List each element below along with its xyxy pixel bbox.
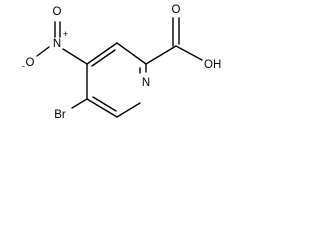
nitro-o-charge: - bbox=[22, 61, 25, 71]
carboxyl-oh-label: OH bbox=[204, 59, 221, 71]
bond-c3-c4-inner bbox=[91, 49, 116, 67]
bond-c2-ccooh bbox=[145, 45, 177, 65]
bond-c5-br bbox=[71, 98, 88, 109]
nitro-o-top-label: O bbox=[53, 6, 62, 18]
bromine-label: Br bbox=[54, 109, 66, 121]
bond-nnitro-o-left bbox=[36, 46, 50, 57]
bond-c5-c6 bbox=[86, 98, 118, 118]
bond-c5-c6-inner bbox=[92, 96, 117, 112]
bond-c6-n1 bbox=[116, 102, 141, 118]
bond-c2-c3 bbox=[116, 42, 147, 65]
nitro-o-left-label: O bbox=[26, 57, 35, 69]
ring-n-label: N bbox=[142, 77, 150, 89]
nitro-n-charge: + bbox=[63, 29, 68, 39]
nitro-n-label: N bbox=[53, 38, 61, 50]
bond-c3-c4 bbox=[86, 42, 118, 65]
bond-c4-nnitro bbox=[62, 48, 88, 65]
structure-diagram: O OH N N + O O - Br bbox=[22, 4, 221, 121]
bond-cooh-oh bbox=[175, 45, 203, 61]
carboxyl-o-label: O bbox=[172, 4, 181, 16]
